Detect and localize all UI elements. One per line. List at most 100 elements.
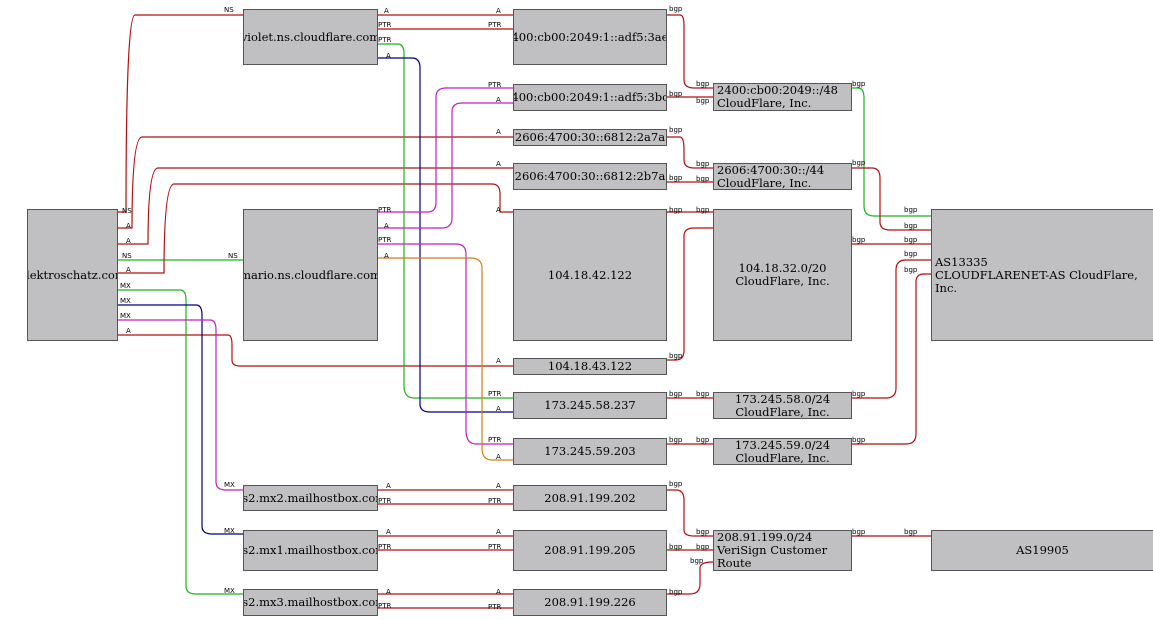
as-number: AS13335 xyxy=(935,254,988,269)
edge-label-bgp: bgp xyxy=(696,206,710,214)
node-ip-173-59[interactable]: 173.245.59.203 xyxy=(513,438,667,465)
edge-label-a: A xyxy=(496,357,501,365)
node-ip-208-226[interactable]: 208.91.199.226 xyxy=(513,589,667,616)
edge-label-ptr: PTR xyxy=(488,543,502,551)
node-elektroschatz[interactable]: elektroschatz.com xyxy=(27,209,118,341)
edge-label-a: A xyxy=(386,52,391,60)
edge-label-a: A xyxy=(496,405,501,413)
edge-label-ptr: PTR xyxy=(488,390,502,398)
node-label: 2606:4700:30::6812:2b7a xyxy=(514,169,666,183)
node-ip-104-42[interactable]: 104.18.42.122 xyxy=(513,209,667,341)
prefix-line2: CloudFlare, Inc. xyxy=(717,175,812,190)
edge-label-bgp: bgp xyxy=(669,90,683,98)
edge-mario-ptr-173-59 xyxy=(378,243,513,445)
edge-label-ptr: PTR xyxy=(378,206,392,214)
edge-label-bgp: bgp xyxy=(904,236,918,244)
node-label: 173.245.59.203 xyxy=(544,444,636,458)
node-violet-ns[interactable]: violet.ns.cloudflare.com xyxy=(243,9,378,65)
edge-label-ptr: PTR xyxy=(488,603,502,611)
edge-as-2606 xyxy=(852,167,931,231)
prefix-line1: 104.18.32.0/20 xyxy=(738,261,827,275)
node-us2-mx3[interactable]: us2.mx3.mailhostbox.com xyxy=(243,589,378,616)
edge-label-bgp: bgp xyxy=(696,543,710,551)
edge-label-ns: NS xyxy=(228,252,238,260)
edge-label-ptr: PTR xyxy=(378,543,392,551)
edge-label-bgp: bgp xyxy=(852,390,866,398)
prefix-line2: CloudFlare, Inc. xyxy=(717,96,812,110)
node-ip6-2b7a[interactable]: 2606:4700:30::6812:2b7a xyxy=(513,163,667,190)
prefix-line1: 173.245.58.0/24 xyxy=(734,392,831,406)
node-ip6-2a7a[interactable]: 2606:4700:30::6812:2a7a xyxy=(513,129,667,146)
edge-label-bgp: bgp xyxy=(696,160,710,168)
edge-label-ptr: PTR xyxy=(488,436,502,444)
edge-label-bgp: bgp xyxy=(669,436,683,444)
edge-as-173-59 xyxy=(852,273,931,445)
edge-label-bgp: bgp xyxy=(669,543,683,551)
node-label: 104.18.42.122 xyxy=(547,267,633,282)
edge-label-ptr: PTR xyxy=(378,497,392,505)
edge-label-mx: MX xyxy=(120,297,131,305)
node-mario-ns[interactable]: mario.ns.cloudflare.com xyxy=(243,209,378,341)
edge-label-mx: MX xyxy=(120,282,131,290)
edge-label-bgp: bgp xyxy=(696,97,710,105)
edge-a-104-43 xyxy=(118,334,513,367)
node-label: 2400:cb00:2049:1::adf5:3aed xyxy=(514,29,666,44)
edge-label-bgp: bgp xyxy=(669,390,683,398)
edge-label-bgp: bgp xyxy=(669,352,683,360)
edge-label-bgp: bgp xyxy=(852,80,866,88)
edge-as-173-58 xyxy=(852,259,931,399)
node-ip6-3bcb[interactable]: 2400:cb00:2049:1::adf5:3bcb xyxy=(513,84,667,111)
edge-label-ptr: PTR xyxy=(378,21,392,29)
prefix-line2: VeriSign Customer Route xyxy=(717,543,828,570)
edge-label-bgp: bgp xyxy=(852,436,866,444)
edge-label-bgp: bgp xyxy=(904,266,918,274)
edge-label-ns: NS xyxy=(224,6,234,14)
prefix-line2: CloudFlare, Inc. xyxy=(735,274,830,288)
node-label: violet.ns.cloudflare.com xyxy=(243,29,378,44)
prefix-line1: 2606:4700:30::/44 xyxy=(717,163,825,177)
node-ip-208-202[interactable]: 208.91.199.202 xyxy=(513,485,667,511)
node-us2-mx2[interactable]: us2.mx2.mailhostbox.com xyxy=(243,485,378,511)
node-label: 104.18.43.122 xyxy=(547,359,633,373)
node-label: 208.91.199.205 xyxy=(544,543,636,557)
node-as19905[interactable]: AS19905 xyxy=(931,530,1153,571)
edge-mx-us2mx2 xyxy=(118,319,243,491)
edge-label-a: A xyxy=(386,482,391,490)
edge-label-bgp: bgp xyxy=(669,126,683,134)
edge-label-bgp: bgp xyxy=(669,588,683,596)
edge-a-2a7a xyxy=(118,136,513,229)
edge-label-bgp: bgp xyxy=(852,528,866,536)
node-ip6-3aed[interactable]: 2400:cb00:2049:1::adf5:3aed xyxy=(513,9,667,65)
edge-bgp-3aed xyxy=(667,14,713,89)
node-ip-208-205[interactable]: 208.91.199.205 xyxy=(513,530,667,571)
edge-label-bgp: bgp xyxy=(696,528,710,536)
node-label: 208.91.199.226 xyxy=(544,595,636,609)
node-label: elektroschatz.com xyxy=(28,267,117,282)
edge-a-2b7a xyxy=(118,167,513,245)
node-ip-173-58[interactable]: 173.245.58.237 xyxy=(513,392,667,419)
edge-label-ptr: PTR xyxy=(488,497,502,505)
edge-label-a: A xyxy=(384,222,389,230)
node-label: AS19905 xyxy=(1016,543,1069,557)
edge-mx-us2mx3 xyxy=(118,289,243,595)
edge-label-mx: MX xyxy=(224,587,235,595)
node-us2-mx1[interactable]: us2.mx1.mailhostbox.com xyxy=(243,530,378,571)
edge-label-a: A xyxy=(386,528,391,536)
node-label: 2400:cb00:2049:1::adf5:3bcb xyxy=(514,90,666,104)
node-ip-104-43[interactable]: 104.18.43.122 xyxy=(513,358,667,375)
edge-label-bgp: bgp xyxy=(852,236,866,244)
edge-label-bgp: bgp xyxy=(690,557,704,565)
